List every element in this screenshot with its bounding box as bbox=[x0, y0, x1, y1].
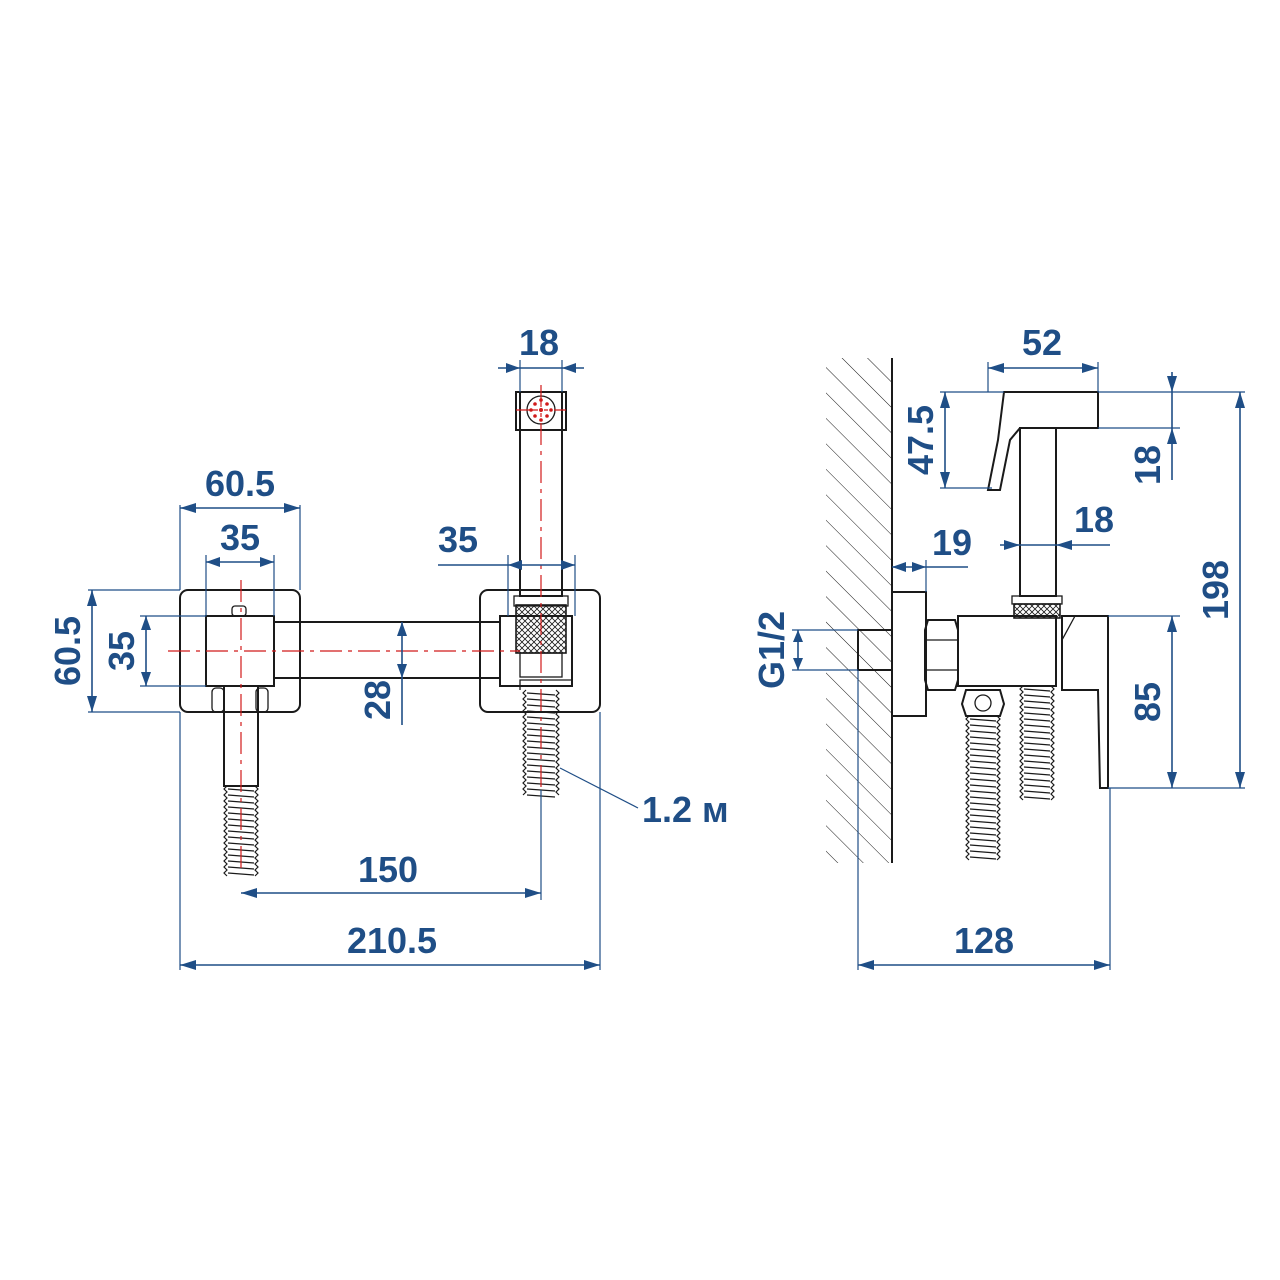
dim-overall-depth: 128 bbox=[954, 920, 1014, 961]
dim-hose-outlet-width: 35 bbox=[438, 519, 478, 560]
screw-top bbox=[231, 605, 247, 617]
dim-flange-thickness: 19 bbox=[932, 522, 972, 563]
holder-lip bbox=[519, 679, 572, 690]
side-flange bbox=[891, 591, 927, 717]
dim-body-width: 35 bbox=[220, 517, 260, 558]
hose-nut bbox=[960, 689, 1006, 717]
side-knurled-nut bbox=[1013, 603, 1061, 619]
thread-stub bbox=[857, 629, 893, 671]
dim-flange-height: 60.5 bbox=[47, 616, 88, 686]
hex-nut bbox=[924, 619, 959, 691]
dim-stem-diameter: 18 bbox=[1074, 499, 1114, 540]
wall-hatching bbox=[826, 358, 892, 863]
side-nut-collar bbox=[1011, 595, 1063, 605]
dim-thread: G1/2 bbox=[751, 611, 792, 689]
dim-handset-thickness: 18 bbox=[1127, 445, 1168, 485]
dim-overall-width: 210.5 bbox=[347, 920, 437, 961]
dim-flange-width: 60.5 bbox=[205, 463, 275, 504]
handset-hose-side bbox=[1019, 685, 1055, 801]
front-view: 60.5 35 60.5 35 28 35 bbox=[47, 322, 729, 970]
dim-handset-length: 52 bbox=[1022, 322, 1062, 363]
dim-center-spacing: 150 bbox=[358, 849, 418, 890]
dim-hose-length: 1.2 м bbox=[642, 789, 729, 830]
dim-body-height: 35 bbox=[101, 631, 142, 671]
dim-handset-width: 18 bbox=[519, 322, 559, 363]
dim-valve-height: 85 bbox=[1127, 682, 1168, 722]
lever-bevel bbox=[1061, 615, 1076, 641]
hoses-side bbox=[965, 685, 1055, 861]
dim-pipe-height: 28 bbox=[357, 680, 398, 720]
supply-hose-side bbox=[965, 715, 1001, 861]
dim-overall-height: 198 bbox=[1195, 560, 1236, 620]
side-valve-body bbox=[957, 615, 1057, 687]
dim-handset-height: 47.5 bbox=[900, 405, 941, 475]
screw-right bbox=[255, 687, 269, 713]
side-handset-stem bbox=[1019, 427, 1057, 597]
lever-handle bbox=[1061, 615, 1109, 789]
screw-left bbox=[211, 687, 225, 713]
side-handset-head bbox=[986, 391, 1099, 491]
side-view: 52 47.5 18 18 19 G1/2 bbox=[751, 322, 1245, 970]
